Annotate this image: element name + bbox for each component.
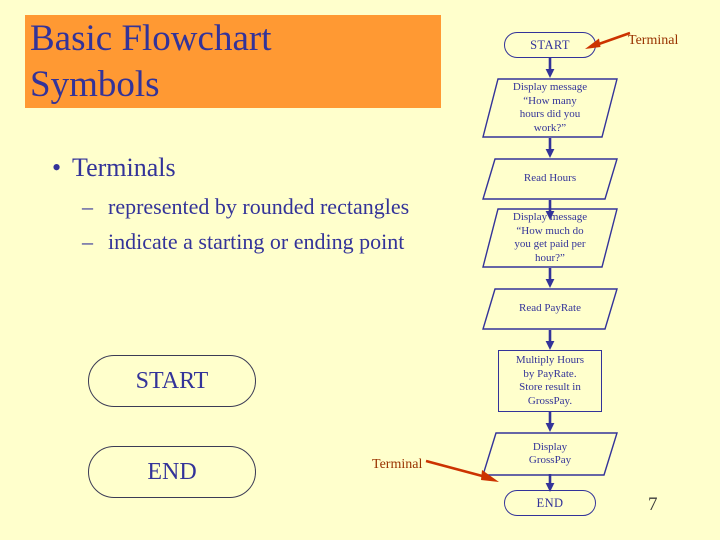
flow-node-read-payrate: Read PayRate bbox=[482, 288, 618, 330]
bullet-item-terminals: • Terminals bbox=[40, 152, 440, 184]
flow-arrow-msg-payrate-to-read-payrate bbox=[545, 268, 555, 288]
sub-bullet-item-0: – represented by rounded rectangles bbox=[40, 190, 440, 223]
parallelogram-shape bbox=[482, 208, 618, 268]
flow-node-multiply-process: Multiply Hours by PayRate. Store result … bbox=[498, 350, 602, 412]
flow-arrow-read-payrate-to-multiply bbox=[545, 330, 555, 350]
page-number: 7 bbox=[648, 494, 658, 515]
callout-arrow-terminal-top bbox=[585, 31, 631, 49]
parallelogram-shape bbox=[482, 78, 618, 138]
sub-bullet-label: represented by rounded rectangles bbox=[108, 194, 410, 219]
bullet-list: • Terminals – represented by rounded rec… bbox=[40, 152, 440, 258]
parallelogram-shape bbox=[482, 432, 618, 476]
bullet-item-label: Terminals bbox=[72, 153, 176, 182]
page-title: Basic Flowchart Symbols bbox=[30, 18, 272, 105]
callout-label-terminal-bottom: Terminal bbox=[372, 457, 423, 472]
flow-node-read-hours: Read Hours bbox=[482, 158, 618, 200]
sample-terminal-start: START bbox=[88, 355, 256, 407]
flow-node-display-hours-prompt: Display message “How many hours did you … bbox=[482, 78, 618, 138]
callout-arrow-terminal-bottom bbox=[425, 459, 499, 482]
sample-terminal-end: END bbox=[88, 446, 256, 498]
title-background-band bbox=[25, 15, 441, 108]
flow-arrow-read-hours-to-msg-payrate bbox=[545, 200, 555, 220]
flow-arrow-start-to-msg-hours bbox=[545, 58, 555, 78]
flowchart: START Display message “How many hours di… bbox=[470, 22, 630, 516]
parallelogram-shape bbox=[482, 288, 618, 330]
flow-node-display-grosspay: Display GrossPay bbox=[482, 432, 618, 476]
flow-arrow-msg-hours-to-read-hours bbox=[545, 138, 555, 158]
flow-node-end: END bbox=[504, 490, 596, 516]
bullet-dot-icon: • bbox=[52, 153, 62, 182]
callout-label-terminal-top: Terminal bbox=[628, 33, 679, 48]
flow-node-display-payrate-prompt: Display message “How much do you get pai… bbox=[482, 208, 618, 268]
flow-node-label: Display message “How many hours did you … bbox=[512, 81, 588, 134]
flow-node-label: Read Hours bbox=[523, 172, 577, 185]
flow-node-label: Read PayRate bbox=[518, 302, 581, 315]
sub-bullet-item-1: – indicate a starting or ending point bbox=[40, 225, 440, 258]
parallelogram-shape bbox=[482, 158, 618, 200]
flow-arrow-multiply-to-display-grosspay bbox=[545, 412, 555, 432]
sub-bullet-label: indicate a starting or ending point bbox=[108, 229, 405, 254]
dash-icon: – bbox=[82, 229, 93, 254]
flow-arrow-display-grosspay-to-end bbox=[545, 474, 555, 492]
flow-node-label: Display GrossPay bbox=[528, 440, 572, 467]
flow-node-label: Display message “How much do you get pai… bbox=[512, 211, 588, 264]
flow-node-start: START bbox=[504, 32, 596, 58]
dash-icon: – bbox=[82, 194, 93, 219]
